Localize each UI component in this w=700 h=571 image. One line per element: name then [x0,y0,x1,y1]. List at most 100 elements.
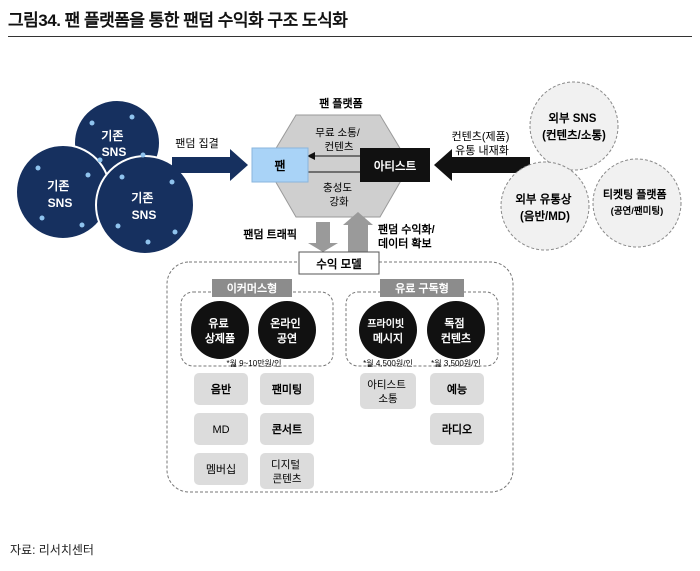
sns1-line2: SNS [102,145,127,159]
online-concert-circle [258,301,316,359]
fandom-gathering-arrow: 팬덤 집결 [172,137,248,181]
item-concert-label: 콘서트 [272,422,302,436]
revenue-model-label-box [298,251,380,275]
paid-goods-circle [191,301,249,359]
sns2-line2: SNS [48,196,73,210]
internalization-line2: 유통 내재화 [455,144,509,157]
fan-platform: 팬 플랫폼 무료 소통/ 컨텐츠 충성도 강화 팬 아티스트 [251,96,430,218]
artist-box [360,148,430,182]
exclusive-content-price-note: *월 3,500원/인 [431,358,481,368]
item-md [194,413,248,445]
exclusive-content-line1: 독점 [444,316,464,330]
artist-box-label: 아티스트 [374,159,417,173]
monetization-line1: 팬덤 수익화/ [378,222,435,236]
fandom-traffic-label: 팬덤 트래픽 [243,227,297,241]
svg-text:프라이빗 메시지: 프라이빗 메시지 [367,314,408,345]
fandom-gathering-label: 팬덤 집결 [175,137,219,150]
item-fanmeeting [260,373,314,405]
monetization-line2: 데이터 확보 [378,236,432,250]
ecommerce-price-note: *월 9~10만원/인 [226,358,281,368]
ext-dist-line2: (음반/MD) [520,209,570,223]
subscription-label-box [380,279,464,297]
ext-dist-line1: 외부 유통상 [515,192,572,206]
item-variety-label: 예능 [447,382,467,396]
online-concert-line1: 온라인 [270,316,300,330]
digital-content-line2: 콘텐츠 [273,473,302,485]
sns3-line1: 기존 [131,190,153,205]
online-concert-line2: 공연 [277,331,297,345]
svg-text:외부 유통상 (음반/MD): 외부 유통상 (음반/MD) [515,192,574,223]
page-title: 그림34. 팬 플랫폼을 통한 팬덤 수익화 구조 도식화 [8,11,348,30]
source-note: 자료: 리서치센터 [10,543,94,557]
svg-text:컨텐츠(제품) 유통 내재화: 컨텐츠(제품) 유통 내재화 [452,130,513,157]
item-concert [260,413,314,445]
item-album-label: 음반 [211,382,231,396]
paid-goods-line1: 유료 [208,317,228,330]
item-md-label: MD [212,424,229,436]
svg-text:기존 SNS: 기존 SNS [131,190,156,222]
distribution-internalization-arrow: 컨텐츠(제품) 유통 내재화 [434,130,530,181]
svg-text:아티스트 소통: 아티스트 소통 [367,379,409,405]
revenue-model-label: 수익 모델 [316,257,362,271]
fan-platform-label: 팬 플랫폼 [319,96,363,110]
ticketing-line1: 티켓팅 플랫폼 [603,187,667,201]
sns1-line1: 기존 [101,128,123,143]
svg-text:충성도 강화: 충성도 강화 [323,182,355,208]
svg-text:기존 SNS: 기존 SNS [47,178,72,210]
loyalty-line1: 충성도 [323,182,352,194]
revenue-model-area: 수익 모델 이커머스형 유료 상제품 온라인 공연 *월 9~10만원/인 음반… [166,251,514,493]
external-sns-circle [529,81,619,171]
item-radio-label: 라디오 [442,422,472,436]
artist-comm-line1: 아티스트 [367,379,406,391]
external-distributor-circle [500,161,590,251]
free-content-line2: 컨텐츠 [325,141,354,153]
sns2-line1: 기존 [47,178,69,193]
title-divider [8,36,692,37]
free-content-line1: 무료 소통/ [315,127,360,139]
private-message-price-note: *월 4,500원/인 [363,358,413,368]
exclusive-content-line2: 컨텐츠 [441,331,471,345]
private-message-circle [359,301,417,359]
svg-text:외부 SNS (컨텐츠/소통): 외부 SNS (컨텐츠/소통) [542,111,606,142]
paid-goods-line2: 상제품 [205,331,235,345]
ecommerce-group [180,291,334,367]
item-membership [194,453,248,485]
item-variety-show [430,373,484,405]
private-message-line1: 프라이빗 [367,317,404,330]
item-radio [430,413,484,445]
svg-text:팬덤 수익화/ 데이터 확보: 팬덤 수익화/ 데이터 확보 [378,222,438,250]
item-album [194,373,248,405]
subscription-group [345,291,499,367]
right-external-cluster: 외부 SNS (컨텐츠/소통) 외부 유통상 (음반/MD) 티켓팅 플랫폼 (… [500,81,682,251]
subscription-label: 유료 구독형 [395,281,449,295]
svg-text:독점 컨텐츠: 독점 컨텐츠 [441,316,471,345]
private-message-line2: 메시지 [373,331,403,345]
ticketing-platform-circle [592,158,682,248]
item-fanmeeting-label: 팬미팅 [272,382,302,396]
sns3-line2: SNS [132,208,157,222]
svg-text:티켓팅 플랫폼 (공연/팬미팅): 티켓팅 플랫폼 (공연/팬미팅) [603,185,671,217]
monetization-arrow: 팬덤 수익화/ 데이터 확보 [343,212,438,252]
item-digital-content [260,453,314,489]
ext-sns-line1: 외부 SNS [548,111,596,125]
item-membership-label: 멤버십 [206,463,236,476]
ext-sns-line2: (컨텐츠/소통) [542,128,606,142]
ecommerce-label: 이커머스형 [227,281,278,295]
item-artist-communication [360,373,416,409]
sns-dots [35,114,178,245]
fan-box-label: 팬 [274,158,285,173]
fan-box [251,147,309,183]
artist-comm-line2: 소통 [378,393,398,405]
fandom-traffic-arrow: 팬덤 트래픽 [243,222,338,252]
left-sns-cluster: 기존 SNS 기존 SNS 기존 SNS [15,99,195,255]
ecommerce-label-box [212,279,292,297]
svg-text:디지털 콘텐츠: 디지털 콘텐츠 [271,459,303,485]
svg-text:온라인 공연: 온라인 공연 [270,316,303,345]
digital-content-line1: 디지털 [271,459,300,471]
svg-text:기존 SNS: 기존 SNS [101,128,126,159]
internalization-line1: 컨텐츠(제품) [452,130,510,143]
exclusive-content-circle [427,301,485,359]
loyalty-line2: 강화 [329,196,349,208]
ticketing-line2: (공연/팬미팅) [611,205,664,217]
